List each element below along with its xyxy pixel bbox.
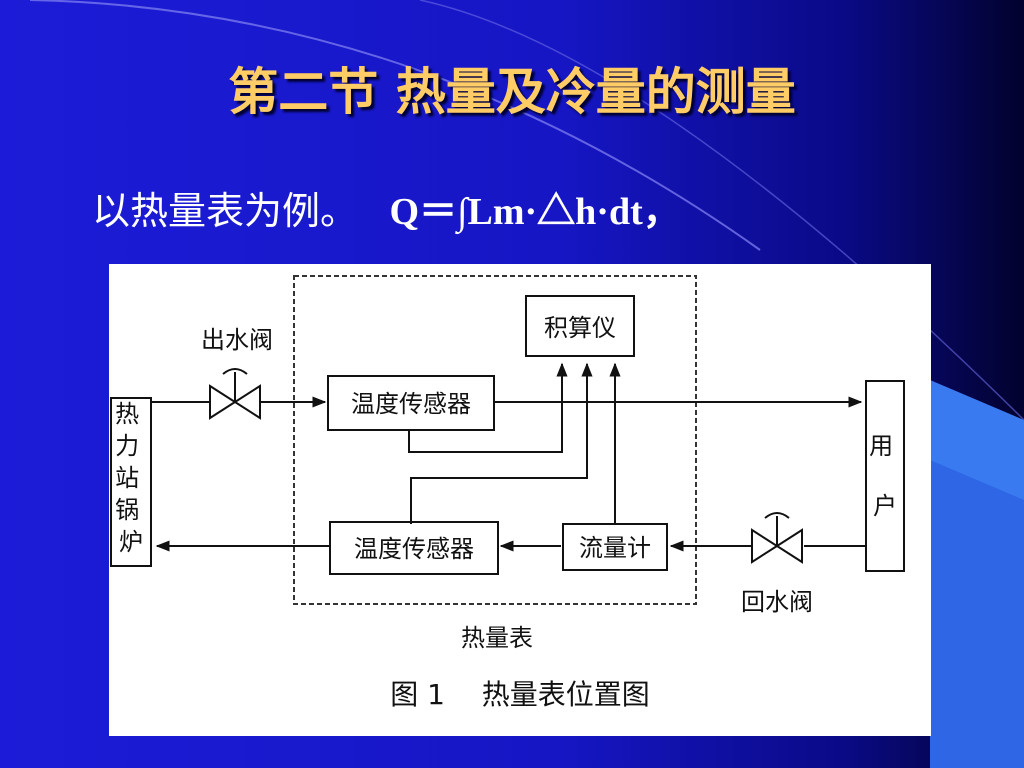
svg-text:热 力 站 锅: 热 力 站 锅 炉 [115, 400, 147, 556]
heat-meter-diagram: 热 力 站 锅 炉 用 户 出水阀 温度传感器 积算仪 [109, 264, 931, 736]
boiler-char: 炉 [119, 528, 143, 556]
supply-temp-sensor-label: 温度传感器 [351, 390, 471, 418]
integrator-label: 积算仪 [544, 314, 616, 342]
formula: Q＝∫Lm·△h·dt， [389, 191, 681, 233]
outlet-valve-icon [209, 368, 261, 420]
slide-title: 第二节 热量及冷量的测量 [228, 63, 796, 121]
intro-line: 以热量表为例。 Q＝∫Lm·△h·dt， [92, 180, 681, 235]
return-temp-sensor-label: 温度传感器 [354, 535, 474, 563]
return-valve-icon [751, 512, 803, 564]
boiler-char: 锅 [115, 496, 139, 524]
flow-meter-box [562, 523, 668, 571]
return-temp-sensor-box [329, 521, 499, 575]
integrator-box [525, 295, 635, 357]
outlet-valve-label: 出水阀 [201, 326, 273, 354]
intro-text: 以热量表为例。 [92, 189, 359, 233]
svg-text:用 户: 用 户 [869, 432, 901, 520]
heat-meter-label: 热量表 [461, 624, 533, 652]
boiler-char: 力 [115, 432, 139, 460]
user-char: 户 [873, 492, 897, 520]
signal-line-supply [408, 362, 568, 453]
boiler-char: 站 [115, 464, 139, 492]
user-char: 用 [869, 432, 893, 460]
supply-temp-sensor-box [327, 375, 495, 431]
signal-line-return [410, 362, 593, 524]
boiler-char: 热 [115, 400, 139, 428]
return-valve-label: 回水阀 [741, 588, 813, 616]
user-box [865, 380, 905, 572]
boiler-box [110, 397, 152, 567]
figure-caption: 图 1 热量表位置图 [390, 678, 650, 711]
heat-meter-boundary [293, 275, 697, 605]
flow-meter-label: 流量计 [579, 534, 651, 562]
